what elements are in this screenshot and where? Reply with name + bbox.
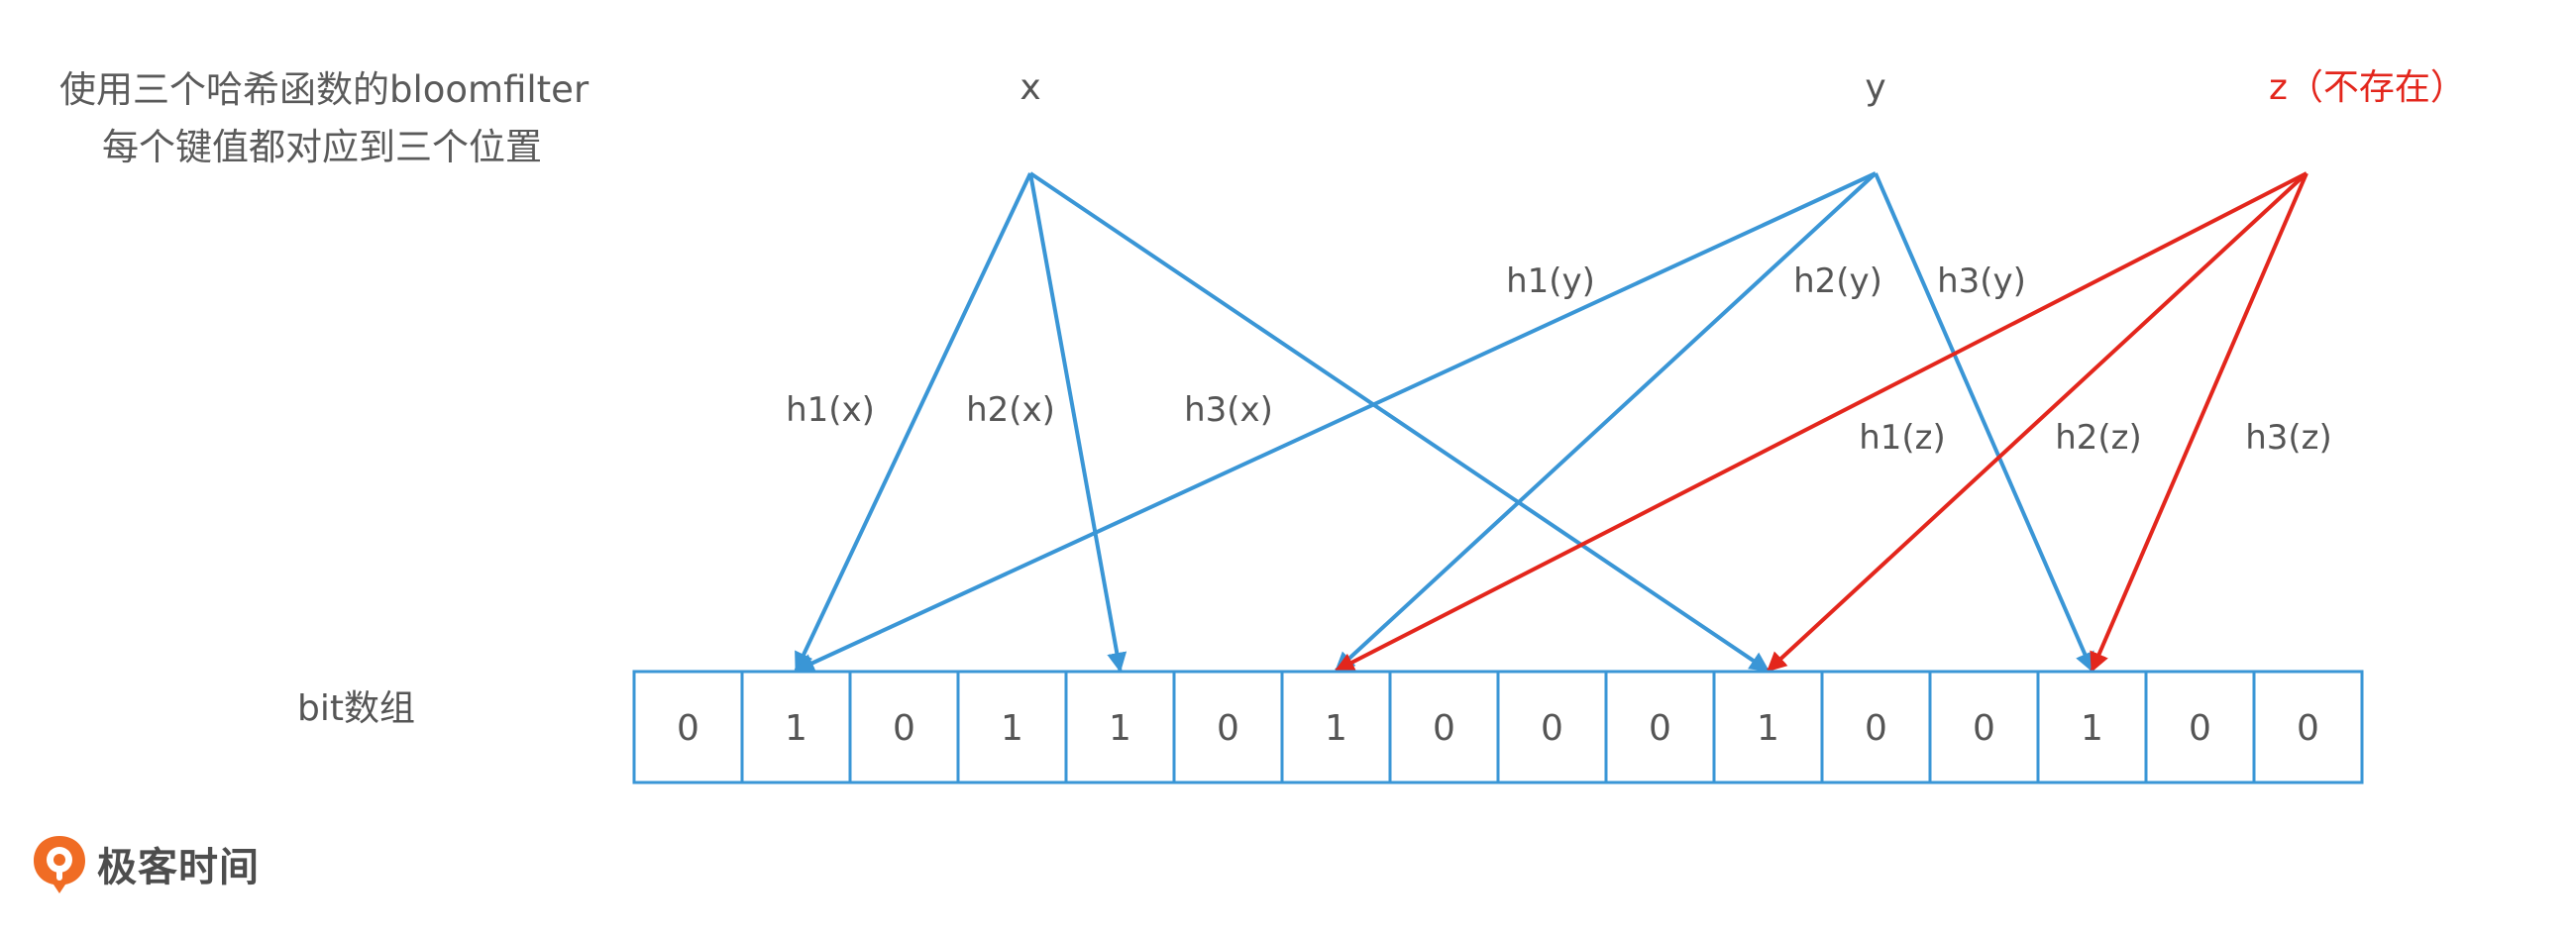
bit-value-13: 1 [2081, 708, 2103, 749]
hash-label-6: h1(z) [1859, 418, 1946, 458]
bit-value-12: 0 [1973, 708, 1995, 749]
bit-value-7: 0 [1433, 708, 1455, 749]
bit-value-9: 0 [1649, 708, 1671, 749]
caption-line-1: 使用三个哈希函数的bloomfilter [59, 68, 590, 111]
hash-label-7: h2(z) [2055, 418, 2142, 458]
bit-value-3: 1 [1001, 708, 1023, 749]
hash-label-8: h3(z) [2245, 418, 2332, 458]
hash-arrow-4 [1335, 171, 1878, 673]
bit-cell-7 [1388, 670, 1500, 784]
bit-value-8: 0 [1541, 708, 1563, 749]
bit-cell-8 [1496, 670, 1608, 784]
bit-cell-10 [1712, 670, 1824, 784]
diagram-caption: 使用三个哈希函数的bloomfilter 每个键值都对应到三个位置 [59, 61, 590, 176]
bit-cell-3 [956, 670, 1068, 784]
bit-cell-1 [740, 670, 852, 784]
hash-label-5: h3(y) [1937, 261, 2026, 301]
bit-cell-9 [1604, 670, 1716, 784]
bit-value-4: 1 [1109, 708, 1131, 749]
bit-cell-5 [1172, 670, 1284, 784]
hash-arrow-5 [1874, 172, 2094, 673]
hash-arrow-7 [1767, 171, 2308, 673]
hash-label-3: h1(y) [1506, 261, 1595, 301]
hash-label-2: h3(x) [1184, 390, 1273, 430]
brand-logo: 极客时间 [30, 832, 260, 895]
bit-value-1: 1 [785, 708, 807, 749]
bit-cell-14 [2144, 670, 2256, 784]
hash-arrow-1 [1028, 172, 1127, 673]
bit-value-0: 0 [677, 708, 699, 749]
bit-cell-15 [2252, 670, 2364, 784]
hash-arrow-3 [794, 171, 1877, 673]
bit-value-11: 0 [1865, 708, 1887, 749]
bit-value-2: 0 [893, 708, 915, 749]
hash-label-1: h2(x) [966, 390, 1055, 430]
bit-value-5: 0 [1217, 708, 1239, 749]
bit-cell-12 [1928, 670, 2040, 784]
key-label-1: y [1865, 67, 1885, 108]
geektime-logo-icon [34, 836, 85, 893]
caption-line-2: 每个键值都对应到三个位置 [102, 126, 542, 168]
key-label-0: x [1020, 67, 1040, 108]
logo-text: 极客时间 [97, 845, 260, 890]
hash-arrow-2 [1028, 171, 1771, 673]
hash-label-0: h1(x) [786, 390, 875, 430]
hash-label-4: h2(y) [1793, 261, 1882, 301]
bit-cell-6 [1280, 670, 1392, 784]
key-label-2: z（不存在） [2269, 67, 2466, 108]
bit-value-6: 1 [1325, 708, 1347, 749]
bit-value-15: 0 [2297, 708, 2319, 749]
hash-arrow-0 [794, 172, 1032, 673]
hash-arrow-8 [2090, 172, 2308, 673]
hash-arrow-6 [1334, 171, 2308, 673]
bit-cell-13 [2036, 670, 2148, 784]
bit-cell-2 [848, 670, 960, 784]
bit-value-14: 0 [2189, 708, 2211, 749]
bit-cell-4 [1064, 670, 1176, 784]
bit-value-10: 1 [1757, 708, 1779, 749]
bit-array-label: bit数组 [297, 688, 415, 729]
